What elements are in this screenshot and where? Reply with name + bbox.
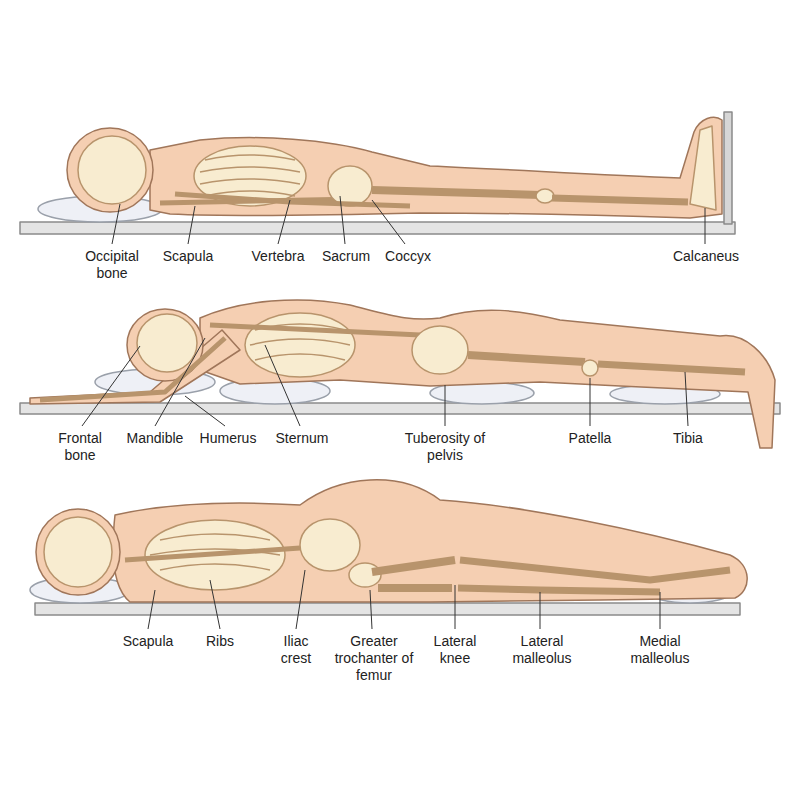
bone-label: Coccyx bbox=[373, 248, 443, 265]
bone-label: Frontal bone bbox=[49, 430, 111, 464]
bone-label: Greater trochanter of femur bbox=[334, 633, 414, 684]
bone-label: Sacrum bbox=[311, 248, 381, 265]
bone-label: Vertebra bbox=[241, 248, 315, 265]
bone-label: Ribs bbox=[195, 633, 245, 650]
bone-label: Tibia bbox=[658, 430, 718, 447]
bone-label: Patella bbox=[558, 430, 622, 447]
bone-label: Scapula bbox=[153, 248, 223, 265]
bone-label: Humerus bbox=[192, 430, 264, 447]
bone-label: Iliac crest bbox=[271, 633, 321, 667]
bone-label: Calcaneus bbox=[666, 248, 746, 265]
bone-label: Tuberosity of pelvis bbox=[403, 430, 487, 464]
bone-label: Lateral malleolus bbox=[505, 633, 579, 667]
bone-label: Medial malleolus bbox=[623, 633, 697, 667]
leader-lines bbox=[82, 196, 705, 629]
bone-label: Scapula bbox=[113, 633, 183, 650]
bone-label: Lateral knee bbox=[424, 633, 486, 667]
bone-label: Sternum bbox=[266, 430, 338, 447]
bone-label: Occipital bone bbox=[75, 248, 149, 282]
bone-label: Mandible bbox=[118, 430, 192, 447]
